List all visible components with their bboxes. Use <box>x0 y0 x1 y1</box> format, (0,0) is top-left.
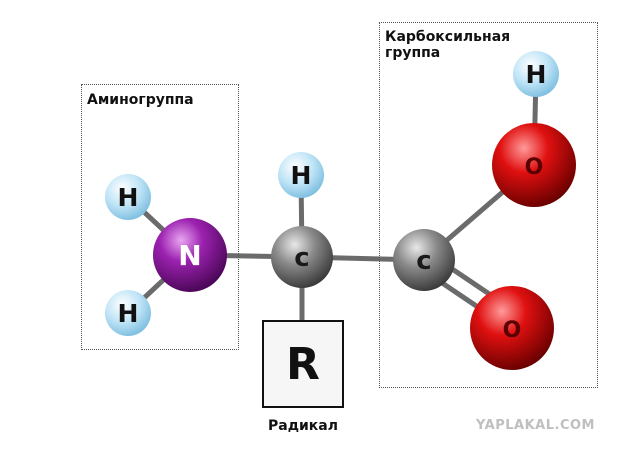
atom-h-n-bottom-label: H <box>118 299 139 328</box>
atom-carbon-carboxyl-label: c <box>416 246 431 276</box>
carboxyl-group-label-line-1: Карбоксильная <box>385 29 511 45</box>
carboxyl-group-label: Карбоксильная группа <box>385 29 510 61</box>
amino-group-label: Аминогруппа <box>87 92 194 108</box>
atom-h-alpha-label: H <box>291 161 312 190</box>
atom-nitrogen-label: N <box>178 239 201 272</box>
atom-h-hydroxyl-label: H <box>526 60 547 89</box>
carboxyl-group-label-line-2: группа <box>385 45 441 61</box>
atom-carbon-alpha: c <box>271 226 333 288</box>
atom-oxygen-hydroxyl-label: O <box>525 155 544 180</box>
radical-letter: R <box>286 338 320 390</box>
atom-carbon-alpha-label: c <box>294 243 309 273</box>
carboxyl-group-box <box>379 22 598 388</box>
atom-oxygen-carbonyl-label: O <box>503 318 522 343</box>
atom-carbon-carboxyl: c <box>393 229 455 291</box>
atom-h-alpha: H <box>278 152 324 198</box>
amino-group-box <box>81 84 239 350</box>
atom-oxygen-hydroxyl: O <box>492 123 576 207</box>
radical-caption: Радикал <box>267 418 339 434</box>
atom-h-hydroxyl: H <box>513 51 559 97</box>
atom-oxygen-carbonyl: O <box>470 286 554 370</box>
watermark: YAPLAKAL.COM <box>476 418 595 433</box>
atom-h-n-top: H <box>105 174 151 220</box>
atom-h-n-top-label: H <box>118 183 139 212</box>
atom-nitrogen: N <box>153 218 227 292</box>
atom-h-n-bottom: H <box>105 290 151 336</box>
radical-box: R <box>262 320 344 408</box>
